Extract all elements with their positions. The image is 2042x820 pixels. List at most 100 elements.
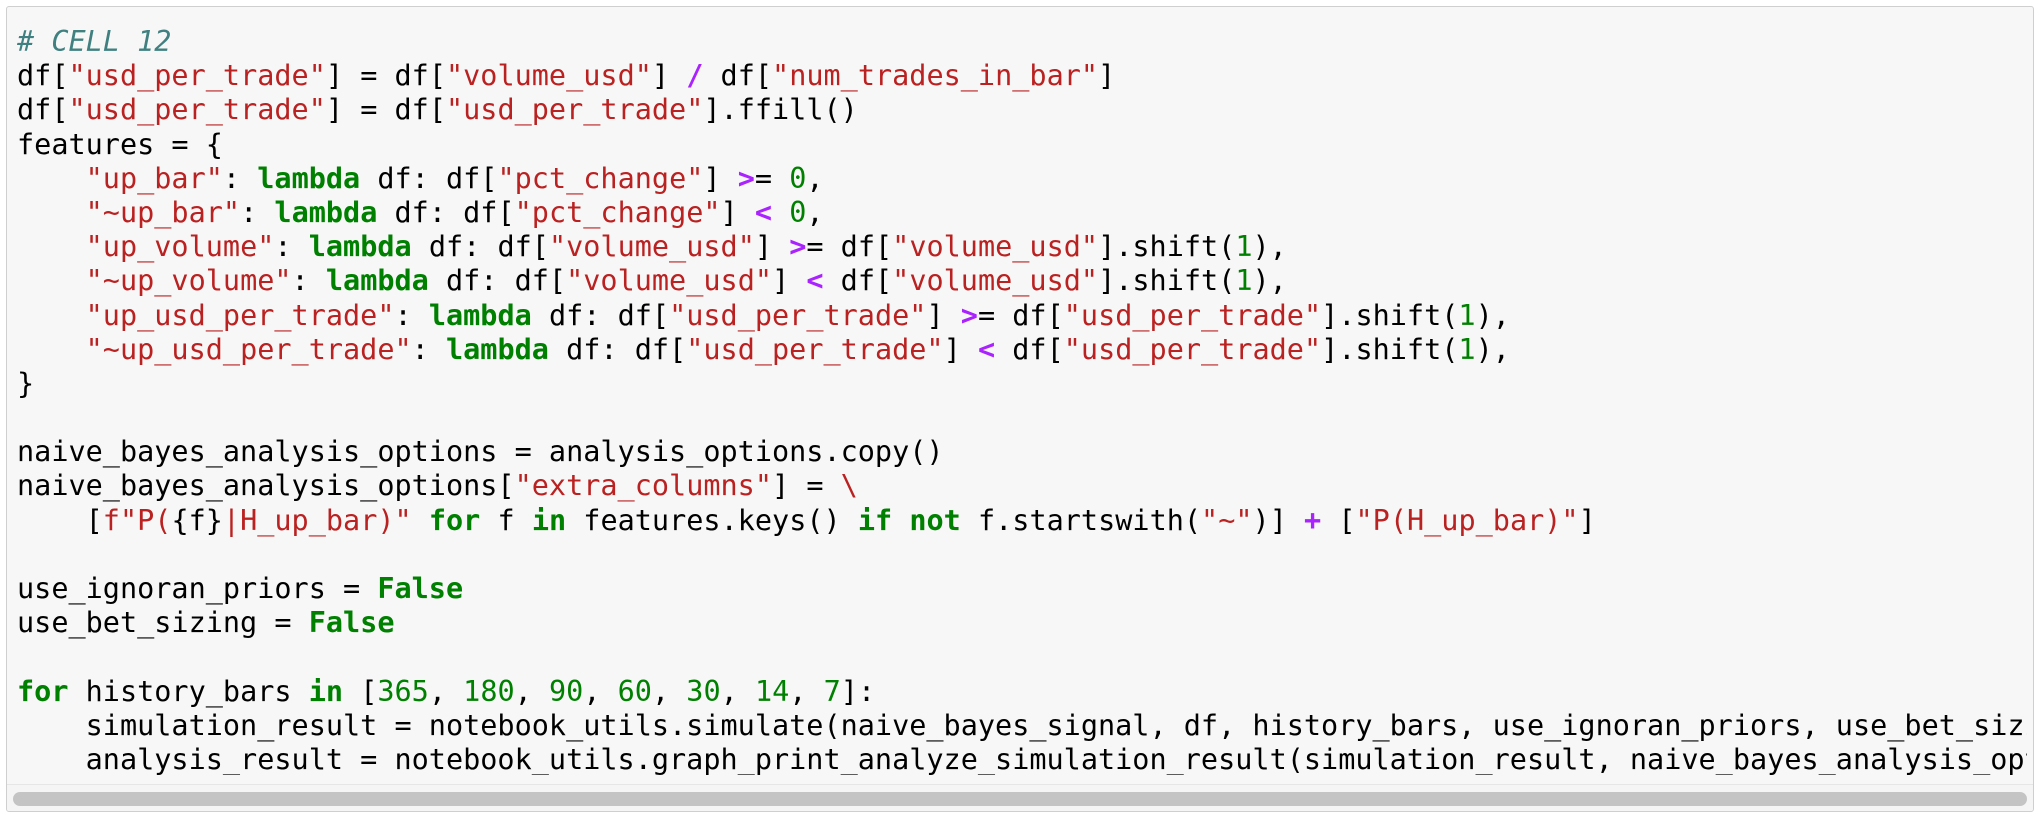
code-text [17,196,86,229]
code-text: ] [772,264,807,298]
code-text: )] [1252,503,1305,537]
code-string: |H_up_bar)" [222,503,412,537]
code-string: "pct_change" [514,195,721,229]
code-text: ), [1475,298,1510,332]
code-string: "volume_usd" [892,264,1099,298]
code-text: f [480,503,532,537]
code-text: features.keys() [566,503,858,537]
code-text: } [17,366,35,400]
code-text: ].ffill() [703,93,858,127]
code-text: , [583,674,618,708]
code-text: df[ [823,264,893,298]
code-text: ] = [772,469,841,503]
code-string: "usd_per_trade" [1063,298,1322,332]
code-number: 1 [1458,298,1476,332]
code-string: "num_trades_in_bar" [772,59,1099,93]
code-text: ), [1475,332,1510,366]
code-operator: > [960,298,978,332]
horizontal-scrollbar[interactable] [7,784,2033,811]
code-line: } [17,367,2027,401]
code-string: "~up_bar" [85,195,241,229]
code-operator: < [977,332,996,366]
code-text: , [720,674,755,708]
code-keyword: lambda [274,195,378,229]
code-number: 7 [823,674,841,708]
code-string: "up_volume" [85,230,275,264]
code-keyword: lambda [308,230,412,264]
code-text: df: df[ [548,332,687,366]
code-string: "volume_usd" [445,59,652,93]
code-text: ] [1578,503,1596,537]
code-string: \ [840,469,858,503]
code-keyword: False [377,572,464,605]
code-text: ] [926,298,961,332]
code-text: df[ [17,59,69,93]
code-string: "usd_per_trade" [68,59,326,93]
code-text: ] = df[ [325,93,446,127]
code-string: "extra_columns" [514,469,772,503]
code-text: features = { [17,127,223,161]
code-text: = df[ [806,230,893,264]
code-keyword: if [857,503,893,537]
code-text: , [789,674,824,708]
code-text: ] [754,230,790,264]
code-text [17,162,86,195]
code-line: naive_bayes_analysis_options["extra_colu… [17,469,2027,503]
code-string: "usd_per_trade" [1063,332,1322,366]
code-line [17,538,2027,572]
code-text: = df[ [977,298,1064,332]
code-text: : [240,195,275,229]
code-line: use_bet_sizing = False [17,606,2027,640]
code-text: : [291,264,326,298]
code-text: ].shift( [1321,298,1459,332]
code-text: ] = df[ [325,59,446,93]
code-keyword: lambda [445,332,549,366]
code-string: "usd_per_trade" [445,93,704,127]
code-string: "pct_change" [497,161,704,195]
code-string: "P(H_up_bar)" [1355,503,1579,537]
code-text: ] [703,161,738,195]
code-text: ] [943,332,978,366]
code-text: [ [343,674,378,708]
code-text: ), [1252,230,1287,264]
code-line: features = { [17,128,2027,162]
code-text: use_bet_sizing = [17,606,309,640]
code-string: "usd_per_trade" [686,332,944,366]
code-number: 0 [789,195,807,229]
code-text: ].shift( [1098,264,1236,298]
code-number: 1 [1458,332,1476,366]
code-text: df[ [995,332,1064,366]
code-text [412,504,429,537]
code-text: , [806,195,824,229]
code-operator: < [754,195,773,229]
code-line: [f"P({f}|H_up_bar)" for f in features.ke… [17,504,2027,538]
code-text: , [651,674,687,708]
code-line: "~up_bar": lambda df: df["pct_change"] <… [17,196,2027,230]
code-line [17,401,2027,435]
code-line: # CELL 12 [17,25,2027,59]
scrollbar-thumb[interactable] [13,792,2027,806]
code-text: , [514,674,549,708]
code-number: 365 [377,674,429,708]
code-text: df: df[ [411,230,549,264]
code-string: "~up_volume" [85,264,292,298]
code-number: 0 [789,161,807,195]
code-line [17,640,2027,674]
code-line: "up_usd_per_trade": lambda df: df["usd_p… [17,299,2027,333]
code-text: df: df[ [531,298,670,332]
code-operator: < [806,264,824,298]
code-keyword: lambda [257,161,361,195]
code-keyword: lambda [428,298,532,332]
code-line: naive_bayes_analysis_options = analysis_… [17,435,2027,469]
code-text: : [411,332,446,366]
code-text: df[ [703,59,773,93]
code-text: ]: [840,674,876,708]
code-string: f"P( [102,503,172,537]
code-line: "~up_volume": lambda df: df["volume_usd"… [17,264,2027,298]
code-keyword: for [428,503,481,537]
code-text [772,196,789,229]
code-string: "usd_per_trade" [669,298,927,332]
code-keyword: in [531,503,567,537]
